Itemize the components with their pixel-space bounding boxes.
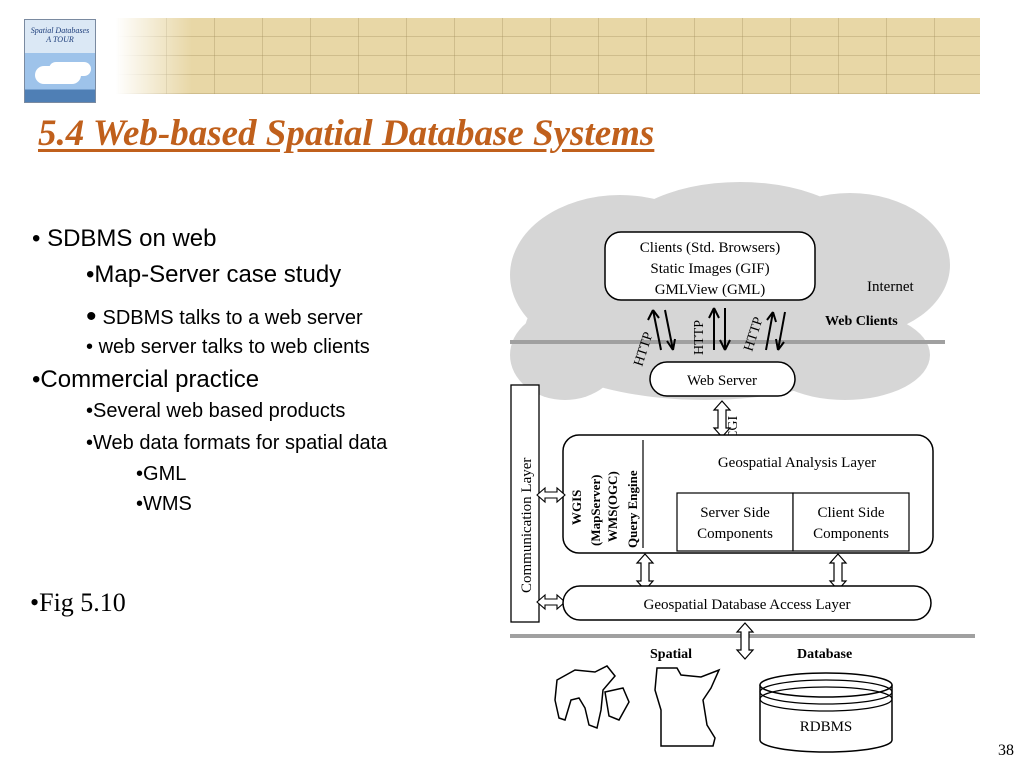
book-cover-cloud (35, 66, 81, 84)
bullet-web-formats: •Web data formats for spatial data (86, 432, 388, 454)
dbaccess-to-database-arrow (736, 622, 754, 660)
mapserver-label: (MapServer) (588, 475, 603, 546)
clients-static-images-label: Static Images (GIF) (650, 261, 769, 277)
spatial-label: Spatial (650, 647, 692, 662)
book-cover-title-line1: Spatial Databases (30, 26, 90, 35)
great-lakes-map-icon (554, 665, 630, 730)
world-map-banner (22, 18, 980, 94)
bullet-text: Commercial practice (40, 366, 260, 393)
slide-title: 5.4 Web-based Spatial Database Systems (38, 113, 655, 154)
comm-to-dbaccess-arrow (536, 594, 566, 610)
comm-to-analysis-arrow (536, 487, 566, 503)
rdbms-cylinder-icon (759, 672, 893, 753)
bullet-sdbms-talks: •SDBMS talks to a web server (86, 300, 363, 333)
clients-gmlview-label: GMLView (GML) (655, 282, 766, 298)
bullet-web-products: •Several web based products (86, 400, 346, 422)
bullet-wms: •WMS (136, 493, 192, 515)
bullet-gml: •GML (136, 463, 187, 485)
server-side-label-2: Components (697, 526, 773, 542)
http-label-2: HTTP (692, 320, 707, 355)
bullet-webserver-talks: • web server talks to web clients (86, 336, 370, 358)
bullet-sdbms-on-web: • SDBMS on web (32, 225, 217, 252)
bullet-text: SDBMS on web (47, 225, 217, 252)
web-server-box (649, 361, 796, 397)
bullet-text: SDBMS talks to a web server (102, 307, 363, 329)
geospatial-analysis-label: Geospatial Analysis Layer (718, 455, 876, 471)
bullet-text: Map-Server case study (94, 261, 342, 288)
bullet-text: web server talks to web clients (98, 336, 370, 358)
clients-box (604, 231, 816, 301)
wms-ogc-label: WMS(OGC) (605, 471, 620, 542)
architecture-diagram: Clients (Std. Browsers) Static Images (G… (510, 182, 975, 753)
communication-layer-box (510, 384, 540, 623)
web-clients-label: Web Clients (825, 314, 898, 329)
bullet-text: Fig 5.10 (39, 588, 126, 617)
database-label: Database (797, 647, 852, 662)
communication-layer-label: Communication Layer (519, 458, 535, 593)
page-number: 38 (998, 742, 1014, 759)
internet-label: Internet (867, 279, 914, 295)
clients-browsers-label: Clients (Std. Browsers) (640, 240, 780, 256)
wgis-label: WGIS (569, 490, 584, 525)
query-engine-label: Query Engine (625, 470, 640, 548)
minnesota-map-icon (654, 667, 721, 747)
bullet-commercial: •Commercial practice (32, 366, 260, 393)
bullet-text: Several web based products (93, 400, 346, 422)
web-server-label: Web Server (687, 373, 757, 389)
book-cover-title: Spatial Databases A TOUR (25, 26, 95, 44)
server-side-label-1: Server Side (700, 505, 770, 521)
cgi-label: CGI (726, 416, 741, 440)
analysis-to-dbaccess-arrow-right (829, 553, 847, 591)
server-side-box (676, 492, 794, 552)
rdbms-label: RDBMS (800, 719, 853, 735)
client-side-box (792, 492, 910, 552)
bullet-text: WMS (143, 493, 192, 515)
book-cover-image: Spatial Databases A TOUR (24, 19, 96, 103)
bullet-fig-ref: •Fig 5.10 (30, 588, 126, 617)
bullet-text: GML (143, 463, 187, 485)
db-access-layer-box (562, 585, 932, 621)
client-side-label-2: Components (813, 526, 889, 542)
db-access-layer-label: Geospatial Database Access Layer (644, 597, 851, 613)
bullet-map-server: •Map-Server case study (86, 261, 342, 288)
bullet-text: Web data formats for spatial data (93, 432, 388, 454)
analysis-to-dbaccess-arrow-left (636, 553, 654, 591)
client-side-label-1: Client Side (817, 505, 884, 521)
book-cover-title-line2: A TOUR (46, 35, 74, 44)
